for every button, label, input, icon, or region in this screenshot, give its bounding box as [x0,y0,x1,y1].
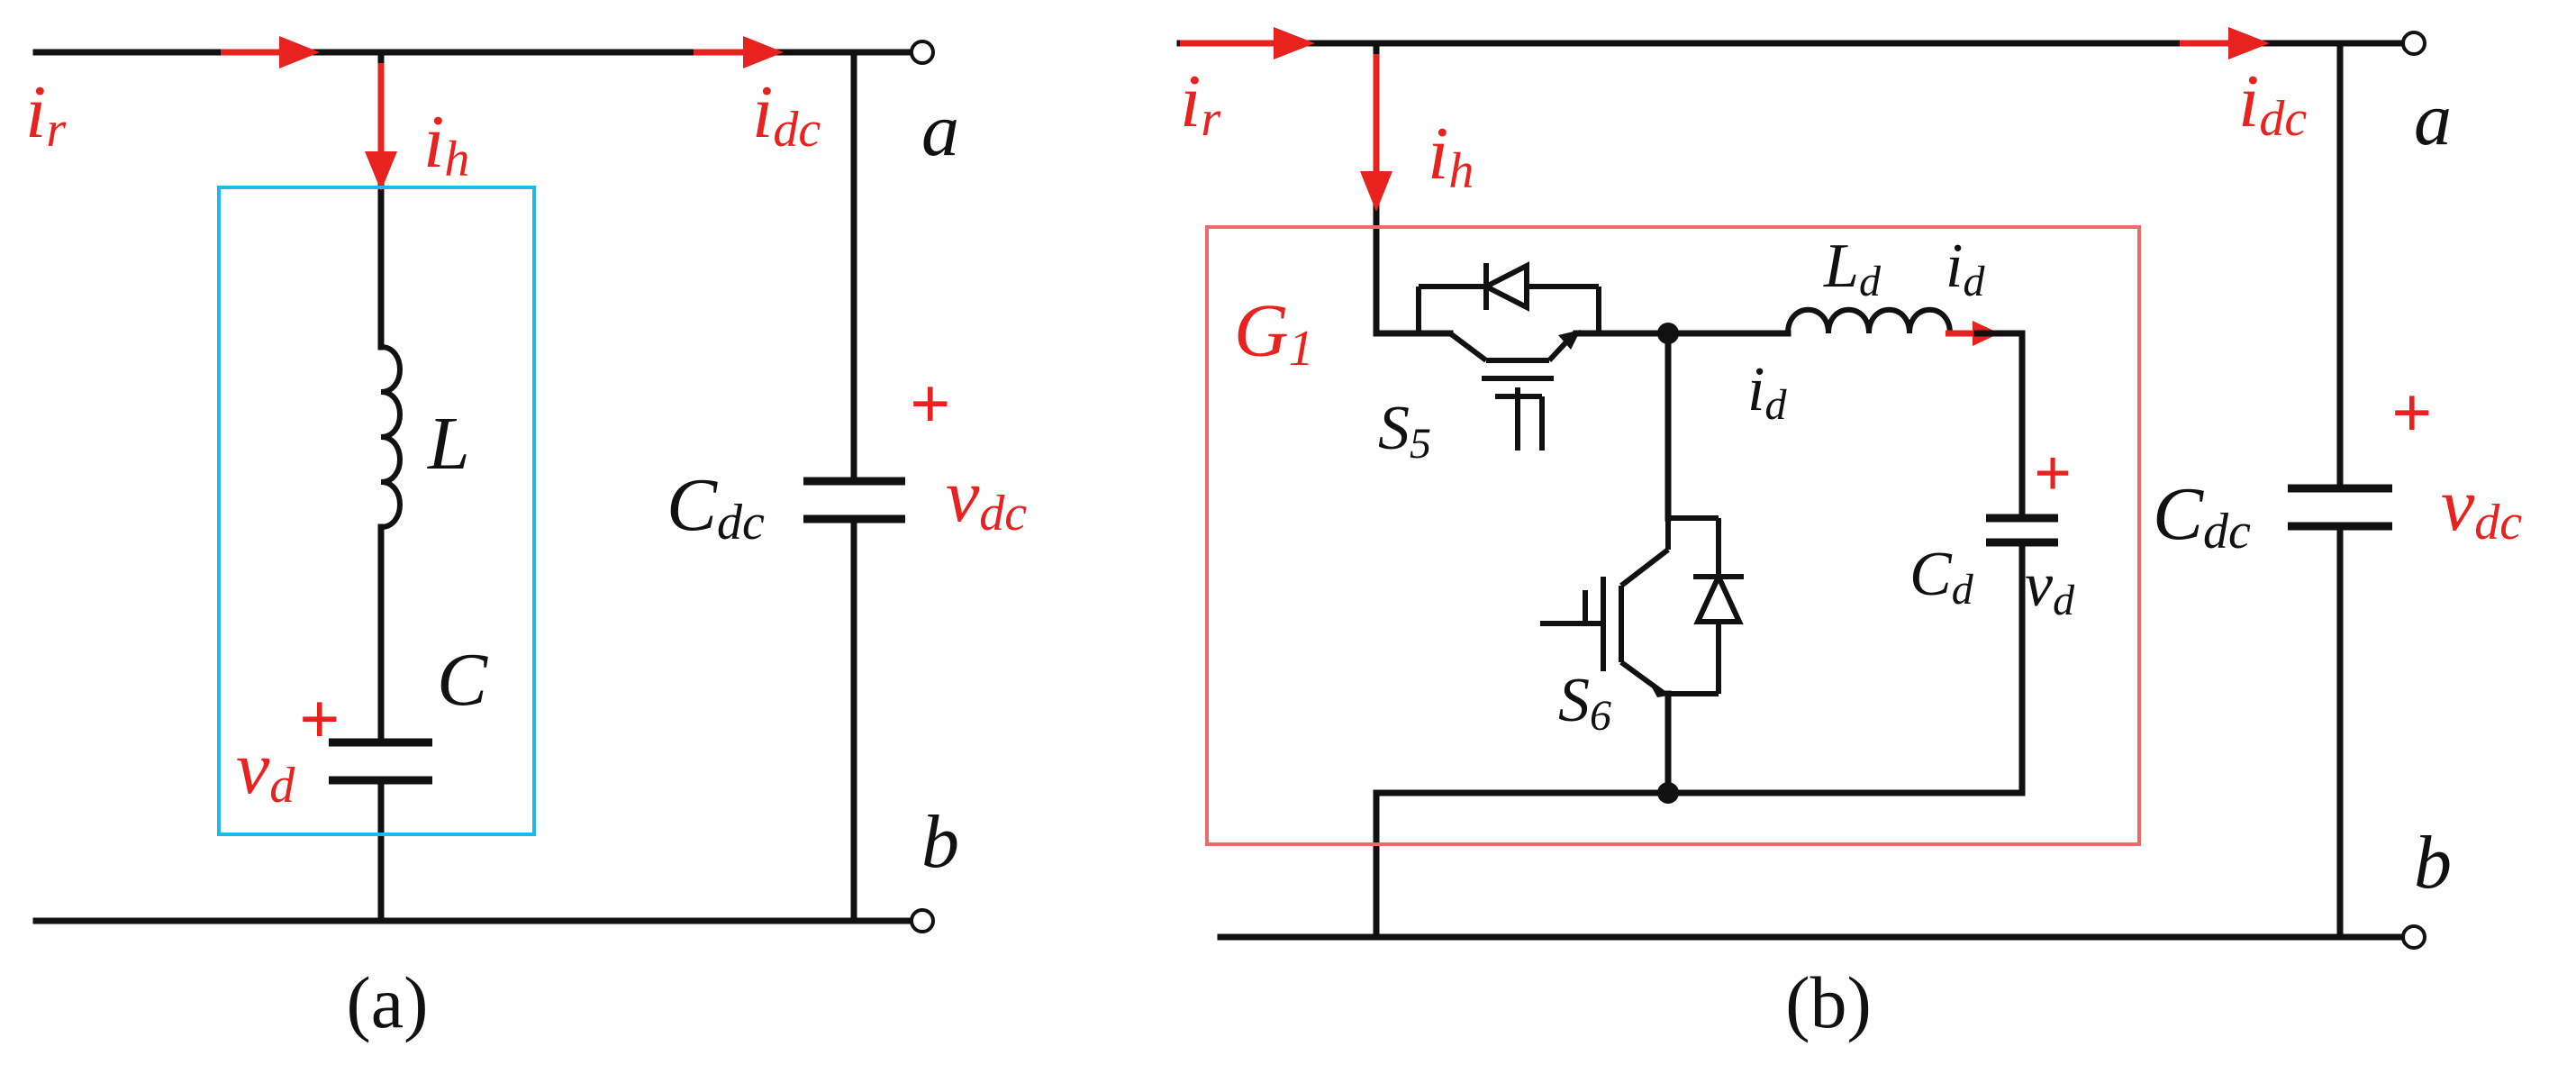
label-g1: G1 [1234,289,1314,377]
label-vd: vd [236,726,295,814]
label-id-below: id [1747,355,1787,429]
label-s5: S5 [1378,394,1431,468]
terminal-a-top-b [2401,31,2426,56]
switch-s5-icon [1416,261,1601,451]
terminal-b-bottom-b [2401,924,2426,950]
label-vd-plus: + [299,680,340,760]
label-vdc-b: vdc [2441,463,2522,551]
current-ih-arrow-b [1360,54,1392,212]
label-node-b-b: b [2414,821,2452,905]
caption-b: (b) [1785,961,1872,1043]
g1-converter-box [1205,225,2141,846]
current-ih-arrow [365,63,397,191]
label-vdc-plus: + [910,365,951,444]
label-vd-b: vd [2025,551,2075,624]
label-ir: ir [25,70,66,158]
terminal-b-bottom [910,908,935,933]
label-node-a: a [921,88,959,172]
lc-filter-box [217,186,536,836]
inductor-ld-icon [1785,306,1953,334]
label-id-top: id [1946,232,1985,305]
terminal-a-top [910,40,935,65]
label-ir-b: ir [1180,59,1220,147]
current-idc-arrow-b [2180,27,2270,59]
label-idc: idc [752,70,821,158]
current-idc-arrow [694,36,784,68]
label-idc-b: idc [2238,59,2307,147]
label-node-b: b [921,800,959,884]
label-vdc: vdc [946,454,1027,542]
label-inductor-l: L [427,402,470,486]
label-cdc-b: Cdc [2153,472,2251,560]
label-capacitor-c: C [437,638,488,722]
label-ih-b: ih [1428,112,1474,199]
label-node-a-b: a [2414,77,2452,161]
label-ih: ih [423,100,469,187]
label-s6: S6 [1558,666,1611,740]
current-ir-arrow-b [1180,27,1315,59]
panel-b: ir ih idc a b G1 S5 S6 Ld id id + Cd vd … [1176,27,2522,1043]
switch-s6-icon [1540,515,1744,697]
inductor-l-icon [380,344,403,530]
current-ir-arrow [221,36,320,68]
label-vdc-plus-b: + [2391,374,2433,453]
label-cd: Cd [1909,540,1974,614]
label-ld: Ld [1823,232,1882,305]
label-cd-plus: + [2034,437,2072,511]
caption-a: (a) [346,961,428,1043]
label-cdc: Cdc [667,463,765,551]
panel-a: ir ih idc a b L C + vd Cdc + vdc (a) [25,36,1027,1043]
